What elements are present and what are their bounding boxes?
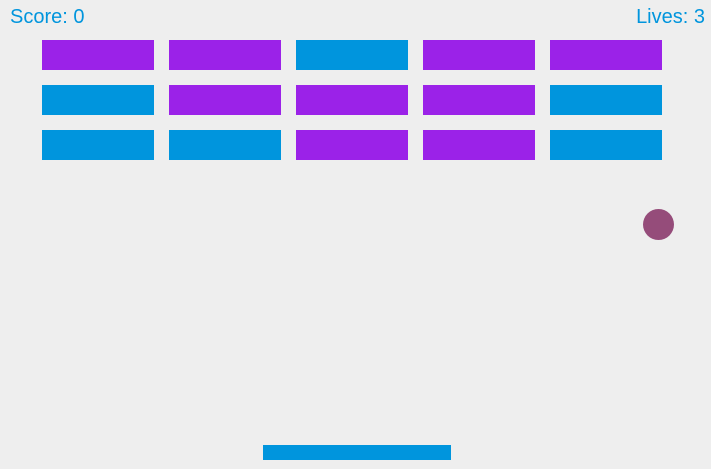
brick-purple [42, 40, 154, 70]
brick-purple [550, 40, 662, 70]
brick-purple [423, 85, 535, 115]
paddle[interactable] [263, 445, 451, 460]
brick-blue [550, 85, 662, 115]
brick-blue [296, 40, 408, 70]
brick-blue [169, 130, 281, 160]
brick-blue [42, 130, 154, 160]
brick-blue [42, 85, 154, 115]
brick-purple [169, 85, 281, 115]
brick-purple [296, 130, 408, 160]
brick-blue [550, 130, 662, 160]
score-label: Score: 0 [10, 6, 85, 28]
lives-label: Lives: 3 [636, 6, 705, 28]
brick-grid [42, 40, 662, 160]
brick-purple [296, 85, 408, 115]
brick-purple [169, 40, 281, 70]
brick-purple [423, 130, 535, 160]
brick-purple [423, 40, 535, 70]
ball [643, 209, 674, 240]
